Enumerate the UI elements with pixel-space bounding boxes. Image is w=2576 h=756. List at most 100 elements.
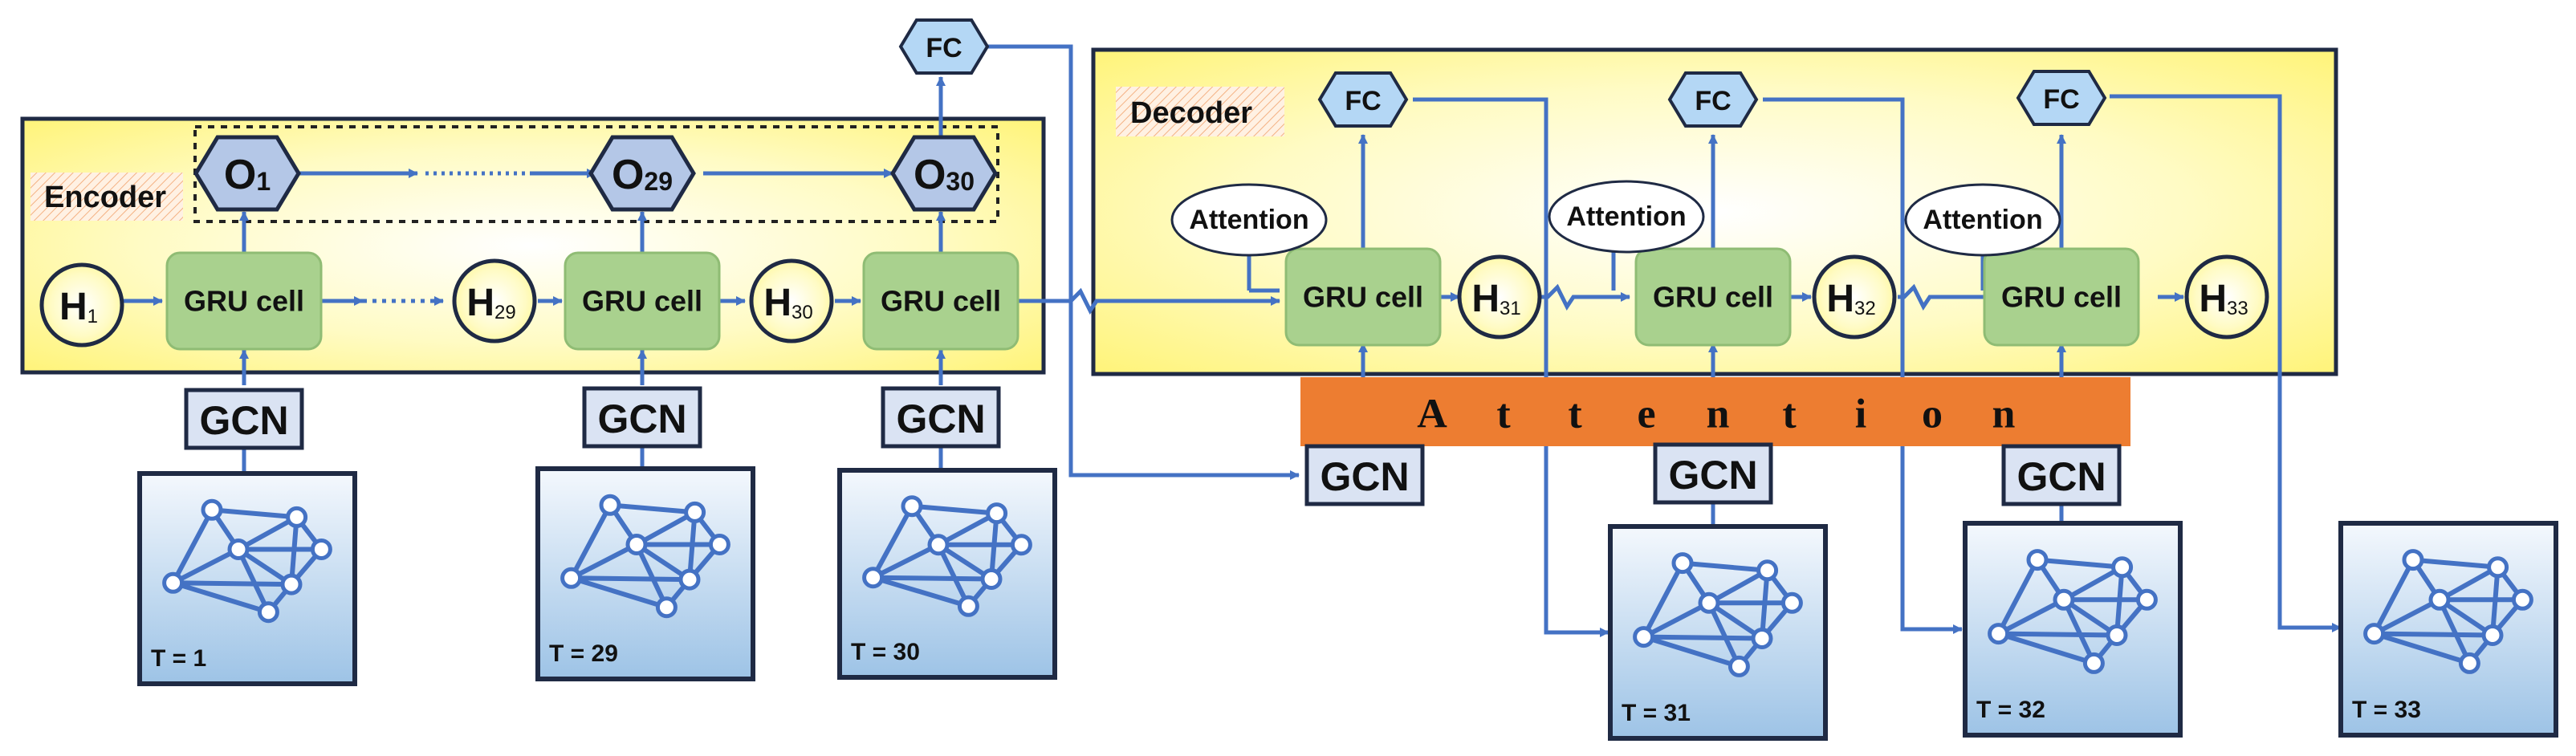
graph-node [1010, 534, 1032, 556]
graph-node [655, 596, 678, 619]
hidden-state: H29 [452, 258, 537, 343]
graph-edge [2412, 557, 2498, 570]
graph-node [2082, 652, 2105, 674]
gru-cell-label: GRU cell [1653, 281, 1773, 314]
graph-edge [1707, 568, 1769, 605]
graph-edge [2373, 631, 2471, 666]
graph-edge [937, 510, 999, 547]
gcn-box: GCN [1304, 444, 1425, 506]
encoder-label: Encoder [44, 181, 166, 214]
graph-edge [2438, 565, 2500, 602]
graph-node [625, 533, 648, 555]
graph-node [980, 567, 1003, 590]
graph-edge [236, 548, 271, 613]
graph-edge [2374, 631, 2493, 638]
hidden-state-label: H1 [59, 286, 98, 328]
hidden-state: H32 [1812, 254, 1897, 339]
graph-edge [911, 503, 997, 516]
graph-node [1751, 627, 1773, 649]
fc-label: FC [1345, 86, 1381, 116]
gcn-box: GCN [881, 386, 1001, 449]
attention-bar-letter: t [1568, 392, 1582, 437]
attention-module: Attention [1904, 183, 2061, 257]
output-label: O29 [612, 152, 673, 198]
fc-label: FC [926, 33, 962, 63]
graph-edge [2373, 597, 2441, 636]
graph-snapshot: T = 33 [2338, 521, 2558, 738]
gru-cells: GRU cell GRU cell GRU cell GRU cell GRU cell… [165, 247, 2140, 351]
graph-edge [1997, 631, 2095, 666]
gcn-label: GCN [2016, 454, 2106, 499]
hidden-state-label: H29 [466, 282, 515, 324]
graph-node [678, 568, 701, 591]
graph-snapshot: T = 29 [535, 466, 755, 681]
fc-label: FC [2043, 84, 2079, 115]
graph-node [2363, 623, 2386, 645]
graph-edge [872, 543, 940, 580]
gru-cell-label: GRU cell [881, 285, 1001, 318]
graph-edge [1707, 601, 1742, 668]
graph-node [2428, 588, 2451, 611]
graph-node [1728, 655, 1750, 677]
graph-node [1780, 591, 1803, 614]
graph-snapshot: T = 1 [137, 471, 357, 686]
graph-edge [1996, 559, 2040, 635]
encoder-label-bg [31, 173, 183, 221]
attention-bar-letter: n [1707, 392, 1730, 437]
gru-cell-label: GRU cell [2001, 281, 2122, 314]
graph-edge [570, 575, 668, 610]
gru-cell-label: GRU cell [184, 285, 304, 318]
graph-node [2511, 588, 2533, 611]
output-node: O29 [588, 135, 696, 212]
gru-cell: GRU cell [564, 251, 721, 351]
gru-cell: GRU cell [165, 251, 323, 351]
gcn-label: GCN [896, 396, 985, 441]
time-label: T = 29 [549, 640, 618, 667]
output-node: O1 [193, 135, 301, 212]
graph-node [2487, 556, 2509, 579]
graph-snapshot: T = 30 [837, 468, 1057, 680]
hidden-state: H1 [39, 262, 124, 348]
time-label: T = 32 [1976, 697, 2045, 723]
graph-node [201, 498, 223, 521]
fc-layer-node: FC [1317, 71, 1409, 128]
graph-node [286, 506, 308, 528]
graph-edge [872, 575, 970, 609]
graph-snapshot: T = 31 [1608, 524, 1828, 741]
gcn-label: GCN [1320, 454, 1409, 499]
hidden-state-label: H31 [1471, 278, 1520, 320]
fc-layer-node: FC [1667, 71, 1759, 128]
gcn-label: GCN [199, 398, 288, 443]
graph-node [862, 567, 885, 589]
graph-edge [211, 507, 297, 520]
graph-node [310, 538, 332, 560]
graph-node [1633, 626, 1655, 648]
graph-node [162, 571, 185, 594]
attention-bar-letter: i [1855, 392, 1866, 437]
gcn-box: GCN [582, 386, 702, 449]
attention-module-label: Attention [1923, 205, 2042, 235]
output-label: O30 [914, 152, 975, 198]
graph-node [2106, 624, 2128, 646]
graph-node [708, 533, 730, 555]
output-nodes: O1 O29 O30 [193, 135, 998, 212]
gcn-label: GCN [1668, 453, 1757, 498]
decoder-label: Decoder [1130, 96, 1252, 130]
gcn-boxes: GCN GCN GCN GCN GCN GCN [184, 386, 2122, 506]
fc-layer-node: FC [898, 18, 990, 75]
attention-module-label: Attention [1566, 201, 1686, 232]
hidden-state-label: H33 [2199, 278, 2248, 320]
graph-edge [568, 503, 612, 579]
hidden-state: H31 [1457, 254, 1542, 339]
time-label: T = 1 [151, 645, 206, 672]
gcn-box: GCN [1653, 442, 1773, 505]
graph-edge [571, 575, 690, 583]
decoder-label-bg [1116, 87, 1284, 136]
graph-snapshot: T = 32 [1963, 521, 2183, 738]
graph-node [2135, 588, 2158, 611]
time-label: T = 33 [2352, 697, 2421, 723]
graph-edge [1998, 631, 2118, 638]
graph-edge [2062, 565, 2124, 602]
